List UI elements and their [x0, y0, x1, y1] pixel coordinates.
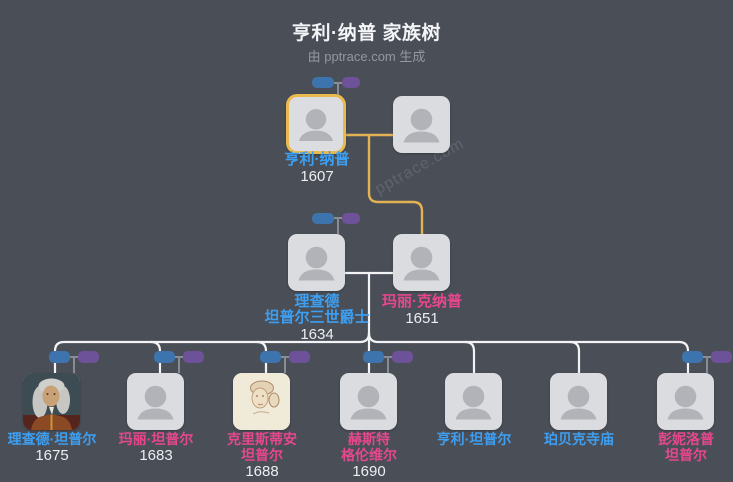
mini-node-female-icon[interactable]: [78, 351, 99, 363]
page-subtitle: 由 pptrace.com 生成: [307, 49, 426, 64]
mini-node-male-icon[interactable]: [682, 351, 703, 363]
person-box-purbeck-temple[interactable]: [550, 373, 607, 430]
person-silhouette-icon: [560, 385, 597, 420]
person-silhouette-icon: [298, 246, 335, 281]
person-silhouette-icon: [403, 246, 440, 281]
mini-node-female-icon[interactable]: [183, 351, 204, 363]
person-box-henry-knapp[interactable]: [286, 94, 346, 154]
person-box-hester-grenville[interactable]: [340, 373, 397, 430]
mini-node-female-icon[interactable]: [289, 351, 310, 363]
mini-node-male-icon[interactable]: [312, 213, 334, 224]
person-silhouette-icon: [298, 109, 334, 142]
mini-node-female-icon[interactable]: [342, 213, 360, 224]
mini-node-female-icon[interactable]: [711, 351, 732, 363]
mini-node-male-icon[interactable]: [312, 77, 334, 88]
person-box-henry-temple[interactable]: [445, 373, 502, 430]
person-silhouette-icon: [350, 385, 387, 420]
person-silhouette-icon: [455, 385, 492, 420]
person-box-christian-temple[interactable]: [233, 373, 290, 430]
person-box-penelope-temple[interactable]: [657, 373, 714, 430]
mini-node-female-icon[interactable]: [342, 77, 360, 88]
person-silhouette-icon: [667, 385, 704, 420]
mini-node-male-icon[interactable]: [363, 351, 384, 363]
page-title: 亨利·纳普 家族树: [291, 23, 442, 44]
mini-node-female-icon[interactable]: [392, 351, 413, 363]
portrait-image: [23, 373, 80, 430]
mini-node-male-icon[interactable]: [260, 351, 281, 363]
person-box-gen1-spouse[interactable]: [393, 96, 450, 153]
person-box-mary-knapp[interactable]: [393, 234, 450, 291]
mini-node-male-icon[interactable]: [49, 351, 70, 363]
person-box-richard-temple-sr[interactable]: [288, 234, 345, 291]
mini-node-male-icon[interactable]: [154, 351, 175, 363]
person-box-mary-temple[interactable]: [127, 373, 184, 430]
person-silhouette-icon: [137, 385, 174, 420]
portrait-image: [233, 373, 290, 430]
person-box-richard-temple[interactable]: [23, 373, 80, 430]
person-silhouette-icon: [403, 108, 440, 143]
